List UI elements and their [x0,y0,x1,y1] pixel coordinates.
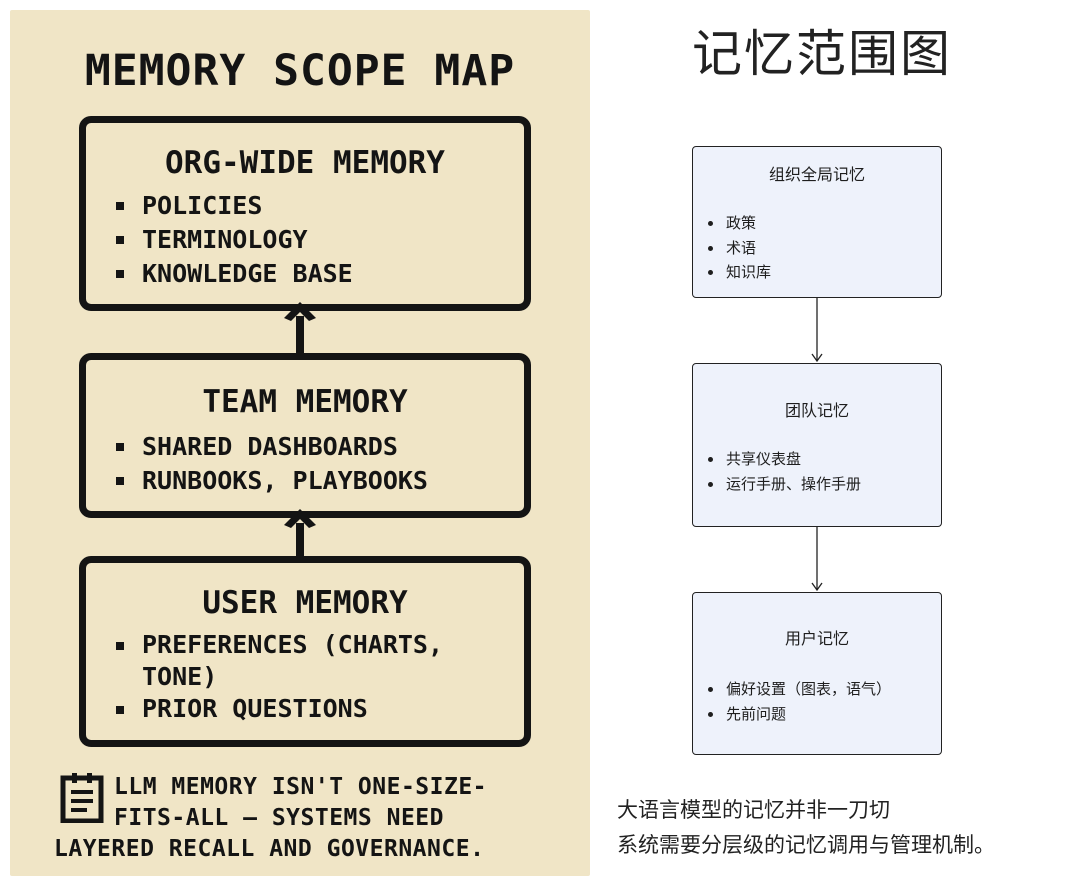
up-arrow-icon [284,302,316,354]
user-memory-title: USER MEMORY [202,585,408,621]
down-arrow-icon [811,297,823,363]
caption-line: 大语言模型的记忆并非一刀切 [617,798,890,822]
list-item: 知识库 [706,260,771,285]
list-item: SHARED DASHBOARDS [114,430,428,464]
diagram-title: 记忆范围图 [692,25,952,83]
user-memory-node-title: 用户记忆 [784,629,849,648]
caption-line: 系统需要分层级的记忆调用与管理机制。 [617,833,995,857]
team-memory-node-list: 共享仪表盘 运行手册、操作手册 [706,447,861,496]
list-item: TERMINOLOGY [114,223,353,257]
up-arrow-icon [284,509,316,557]
list-item: RUNBOOKS, PLAYBOOKS [114,464,428,498]
list-item: PREFERENCES (CHARTS, TONE) [114,629,524,693]
org-memory-node-list: 政策 术语 知识库 [706,211,771,285]
list-item: 术语 [706,236,771,261]
team-memory-title: TEAM MEMORY [202,384,408,420]
team-memory-node-title: 团队记忆 [784,401,849,420]
list-item: POLICIES [114,189,353,223]
org-memory-node-title: 组织全局记忆 [768,165,865,184]
user-memory-box: USER MEMORY PREFERENCES (CHARTS, TONE) P… [79,556,531,747]
user-memory-list: PREFERENCES (CHARTS, TONE) PRIOR QUESTIO… [114,629,524,725]
user-memory-node-list: 偏好设置（图表，语气） 先前问题 [706,677,891,726]
org-memory-list: POLICIES TERMINOLOGY KNOWLEDGE BASE [114,189,353,291]
poster-title: MEMORY SCOPE MAP [84,46,516,96]
list-item: 共享仪表盘 [706,447,861,472]
user-memory-node: 用户记忆 偏好设置（图表，语气） 先前问题 [692,592,942,755]
list-item: 运行手册、操作手册 [706,472,861,497]
team-memory-list: SHARED DASHBOARDS RUNBOOKS, PLAYBOOKS [114,430,428,498]
list-item: 偏好设置（图表，语气） [706,677,891,702]
list-item: 政策 [706,211,771,236]
list-item: PRIOR QUESTIONS [114,693,524,725]
list-item: 先前问题 [706,702,891,727]
note-line: LAYERED RECALL AND GOVERNANCE. [54,836,485,862]
org-memory-box: ORG-WIDE MEMORY POLICIES TERMINOLOGY KNO… [79,116,531,311]
pixel-poster: MEMORY SCOPE MAP ORG-WIDE MEMORY POLICIE… [10,10,590,876]
list-item: KNOWLEDGE BASE [114,257,353,291]
org-memory-node: 组织全局记忆 政策 术语 知识库 [692,146,942,298]
poster-note: LLM MEMORY ISN'T ONE-SIZE- FITS-ALL — SY… [54,772,574,865]
team-memory-box: TEAM MEMORY SHARED DASHBOARDS RUNBOOKS, … [79,353,531,518]
team-memory-node: 团队记忆 共享仪表盘 运行手册、操作手册 [692,363,942,527]
note-line: LLM MEMORY ISN'T ONE-SIZE- [114,774,488,800]
note-line: FITS-ALL — SYSTEMS NEED [114,805,444,831]
diagram-caption: 大语言模型的记忆并非一刀切 系统需要分层级的记忆调用与管理机制。 [617,793,995,863]
memo-icon [60,773,104,823]
down-arrow-icon [811,526,823,592]
org-memory-title: ORG-WIDE MEMORY [165,145,445,181]
